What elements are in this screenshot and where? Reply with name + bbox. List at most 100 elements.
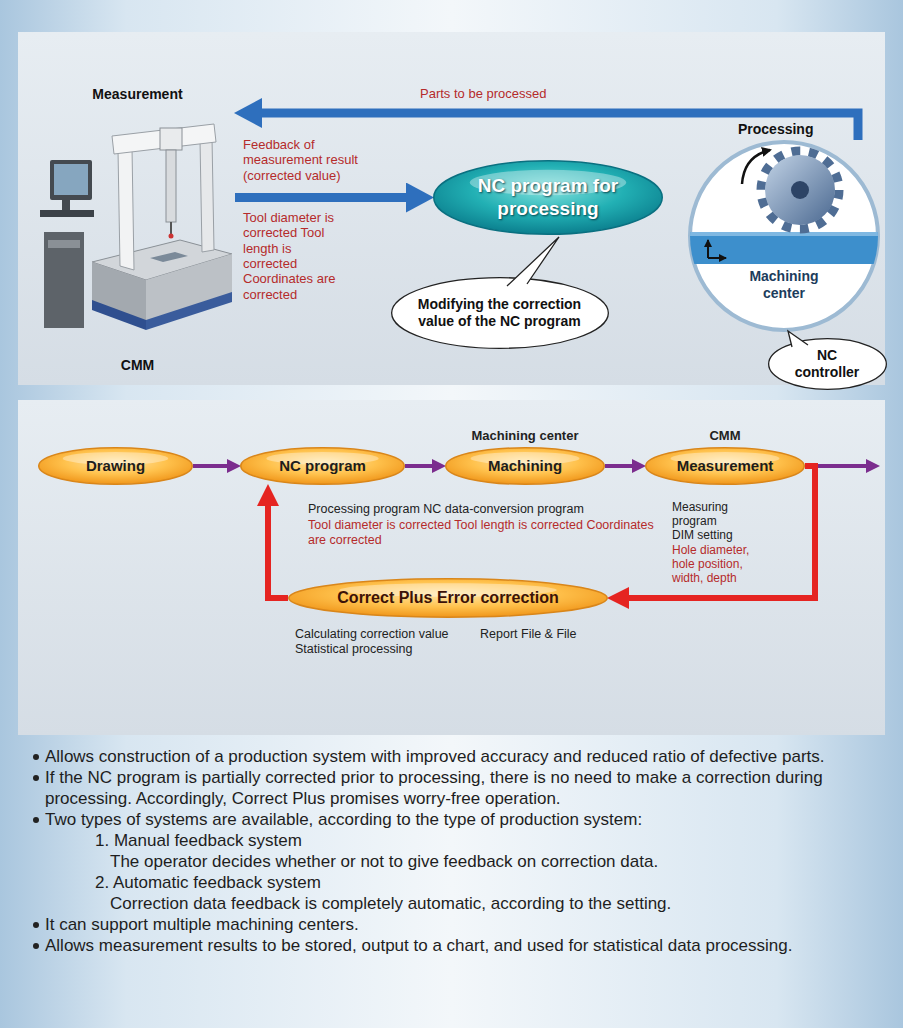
probe: [170, 222, 172, 234]
bullet-text: Allows measurement results to be stored,…: [45, 935, 885, 956]
bullet-text: Correction data feedback is completely a…: [110, 893, 885, 914]
outline-ellipse: [690, 142, 878, 330]
table-side: [146, 254, 232, 328]
flow-arrow: [268, 506, 288, 598]
bullet-item: The operator decides whether or not to g…: [30, 851, 885, 872]
process-oval: Machining centerMachining: [445, 428, 605, 485]
edge-label: Parts to be processed: [420, 86, 546, 101]
station-heading: Measurement: [92, 86, 182, 103]
correction-oval: Correct Plus Error correction: [288, 578, 608, 618]
flow-arrow: [262, 113, 858, 140]
output-note: Report File & File: [480, 627, 577, 642]
outline-ellipse: [391, 278, 608, 349]
cmm-station: MeasurementCMM: [40, 86, 235, 374]
bullet-text: 2. Automatic feedback system: [95, 872, 885, 893]
callout-tail-edge: [788, 331, 808, 347]
outline-ellipse: [39, 448, 193, 485]
flow-arrow: [605, 464, 632, 468]
node-label: NC program: [279, 457, 366, 475]
edge-label: Feedback of measurement result (correcte…: [243, 137, 373, 183]
machining-circle: ProcessingMachining center: [688, 121, 880, 332]
program-oval: NC program for processing: [433, 160, 663, 235]
probe-tip: [169, 234, 174, 239]
process-oval: Drawing: [38, 447, 193, 485]
computer-cabinet: [44, 232, 84, 328]
callout-bubble: NC controller: [768, 338, 887, 390]
outline-ellipse: [289, 579, 608, 618]
flow-panel: [18, 400, 885, 735]
gantry-beam: [112, 124, 216, 154]
node-label: Machining: [488, 457, 562, 475]
label-slot: Parts to be processed: [420, 86, 546, 101]
bullet-text: Allows construction of a production syst…: [45, 746, 885, 767]
measure-items: Hole diameter, hole position, width, dep…: [672, 543, 754, 585]
bullet-text: 1. Manual feedback system: [95, 830, 885, 851]
label-slot: Feedback of measurement result (correcte…: [243, 137, 373, 183]
outline-ellipse: [646, 448, 805, 485]
measured-part: [150, 252, 188, 262]
quill: [166, 150, 176, 222]
bullet-item: 1. Manual feedback system: [30, 830, 885, 851]
bullet-dot: [33, 775, 39, 781]
node-shape: Measurement: [645, 447, 805, 485]
node-shape: NC controller: [768, 338, 887, 390]
gantry-leg: [118, 148, 134, 270]
outline-ellipse: [241, 448, 405, 485]
station-name: CMM: [121, 357, 154, 374]
bullet-item: 2. Automatic feedback system: [30, 872, 885, 893]
bullet-item: Correction data feedback is completely a…: [30, 893, 885, 914]
callout-tail-edge: [507, 237, 559, 286]
node-label: Measurement: [677, 457, 774, 475]
measure-note: Measuring program DIM setting: [672, 500, 740, 542]
flow-arrow: [235, 193, 406, 202]
drawer: [48, 240, 80, 248]
oval-heading: Machining center: [472, 428, 579, 444]
flow-arrow: [629, 466, 815, 598]
bullet-dot: [33, 817, 39, 823]
bullet-text: The operator decides whether or not to g…: [110, 851, 885, 872]
process-note: Calculating correction value Statistical…: [295, 627, 475, 657]
label-slot: Calculating correction value Statistical…: [295, 627, 475, 657]
bullet-item: Allows construction of a production syst…: [30, 746, 885, 767]
label-slot: Measuring program DIM setting: [672, 500, 740, 542]
oval-heading: CMM: [709, 428, 740, 444]
top-panel: [18, 32, 885, 385]
flow-arrow: [193, 464, 227, 468]
node-shape: NC program: [240, 447, 405, 485]
monitor-screen: [54, 164, 88, 195]
base-strip: [146, 292, 232, 330]
node-label: NC program for processing: [463, 175, 633, 221]
node-shape: [40, 105, 235, 335]
bullet-text: Two types of systems are available, acco…: [45, 809, 885, 830]
carriage: [160, 128, 182, 150]
node-shape: Correct Plus Error correction: [288, 578, 608, 618]
bullet-item: Two types of systems are available, acco…: [30, 809, 885, 830]
label-slot: Processing program NC data-conversion pr…: [308, 502, 584, 517]
node-label: Modifying the correction value of the NC…: [410, 296, 590, 330]
node-shape: Machining center: [688, 140, 880, 332]
process-oval: NC program: [240, 447, 405, 485]
callout-tail: [507, 237, 559, 286]
bullet-dot: [33, 922, 39, 928]
table-top: [92, 240, 232, 280]
node-label: NC controller: [787, 347, 867, 381]
label-slot: Tool diameter is corrected Tool length i…: [308, 518, 658, 548]
node-shape: Modifying the correction value of the NC…: [391, 277, 609, 349]
node-shape: NC program for processing: [433, 160, 663, 235]
bullet-item: If the NC program is partially corrected…: [30, 767, 885, 809]
correction-note: Tool diameter is corrected Tool length i…: [308, 518, 658, 548]
table-front: [92, 262, 146, 328]
callout-tail: [788, 331, 808, 347]
outline-ellipse: [446, 448, 605, 485]
monitor: [50, 160, 92, 200]
bullet-dot: [33, 754, 39, 760]
correction-note: Tool diameter is corrected Tool length i…: [243, 210, 343, 302]
flow-arrow: [405, 464, 432, 468]
bullet-list: Allows construction of a production syst…: [30, 746, 885, 956]
program-note: Processing program NC data-conversion pr…: [308, 502, 584, 517]
cmm-illustration: [40, 124, 232, 330]
bullet-item: It can support multiple machining center…: [30, 914, 885, 935]
label-slot: Tool diameter is corrected Tool length i…: [243, 210, 343, 302]
node-shape: Drawing: [38, 447, 193, 485]
monitor-post: [62, 198, 70, 210]
